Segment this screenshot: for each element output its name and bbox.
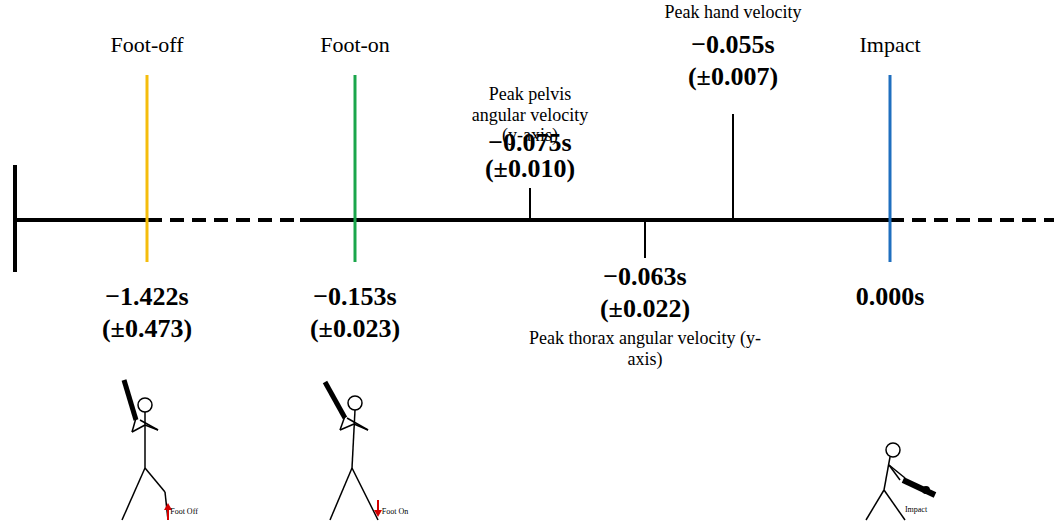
event-name: Impact <box>859 32 920 57</box>
peak-name: Peak thorax angular velocity (y-axis) <box>525 328 765 369</box>
stick-figure-foot-off <box>122 380 168 520</box>
sd-value: (±0.473) <box>102 314 192 344</box>
figure-caption: Impact <box>905 505 927 514</box>
sd-value: (±0.007) <box>688 62 778 92</box>
impact-marker <box>889 75 892 262</box>
stick-figure-foot-on <box>325 382 378 520</box>
pelvis-tick <box>529 188 531 220</box>
figure-caption: Foot On <box>382 507 408 516</box>
thorax-tick <box>644 220 646 258</box>
time-value: 0.000s <box>856 282 925 312</box>
time-value: −0.075s <box>488 128 571 158</box>
stick-figure-impact <box>866 443 935 520</box>
event-name: Foot-on <box>320 32 390 57</box>
hand-tick <box>732 114 734 220</box>
time-axis-gap <box>148 218 300 222</box>
time-value: −1.422s <box>105 282 188 312</box>
sd-value: (±0.023) <box>310 314 400 344</box>
figure-caption: Foot Off <box>170 507 198 516</box>
time-value: −0.153s <box>313 282 396 312</box>
ball <box>922 486 930 494</box>
foot-on-marker <box>354 75 357 262</box>
time-value: −0.055s <box>691 30 774 60</box>
sd-value: (±0.010) <box>485 154 575 184</box>
time-axis-gap <box>890 218 1054 222</box>
event-name: Foot-off <box>111 32 184 57</box>
foot-off-marker <box>146 75 149 262</box>
land-arrow-head <box>374 510 382 517</box>
sd-value: (±0.022) <box>600 294 690 324</box>
peak-name: Peak hand velocity <box>665 2 802 23</box>
time-axis <box>15 218 148 222</box>
time-value: −0.063s <box>603 262 686 292</box>
time-axis <box>300 218 890 222</box>
